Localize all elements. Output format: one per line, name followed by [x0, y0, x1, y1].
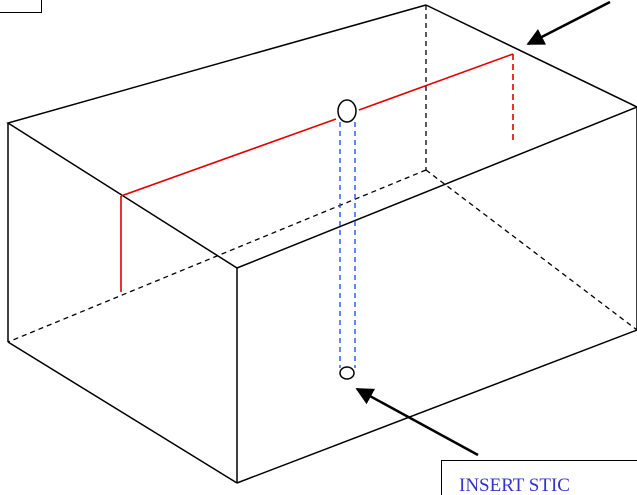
edge-bottom-right — [236, 329, 637, 484]
callout-arrow-top — [526, 0, 611, 46]
corner-label-box — [0, 0, 42, 13]
bottom-point-circle-icon — [339, 366, 355, 380]
stick — [339, 122, 356, 368]
top-point-circle-icon — [337, 99, 357, 123]
visible-edges — [6, 4, 637, 484]
hidden-edge-bottom-back-right — [425, 169, 637, 331]
edge-bottom-left — [7, 341, 238, 484]
red-line — [120, 53, 514, 292]
red-line-top-left — [120, 118, 337, 197]
callout-arrow-bottom — [355, 387, 479, 457]
red-line-top-right — [358, 53, 514, 111]
callout-label: INSERT STIC — [459, 475, 570, 495]
top-face-outline — [6, 4, 637, 269]
hidden-edges — [7, 5, 637, 343]
callout-box: INSERT STIC — [441, 460, 637, 495]
edge-top-right-back — [425, 4, 637, 108]
